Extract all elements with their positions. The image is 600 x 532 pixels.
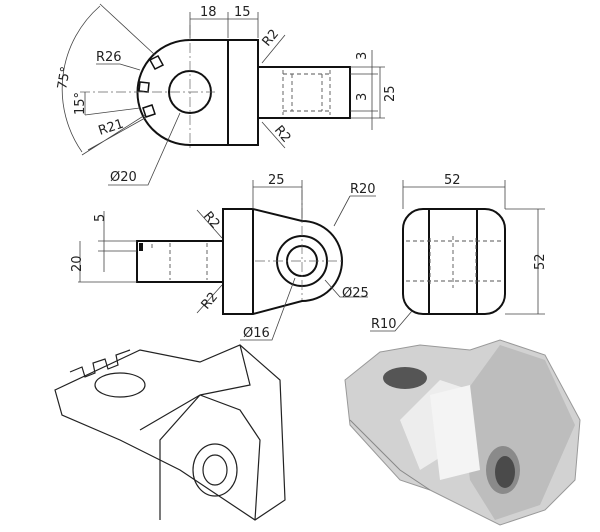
- width-52: 52: [444, 173, 461, 188]
- dia-25: Ø25: [342, 286, 369, 301]
- dia-16: Ø16: [243, 326, 270, 341]
- dim-3b: 3: [355, 93, 370, 101]
- height-52: 52: [533, 253, 548, 270]
- dim-15: 15: [234, 5, 251, 20]
- front-dim-25: 25: [268, 173, 285, 188]
- dim-20: 20: [70, 255, 85, 272]
- r2-bottom: R2: [271, 123, 294, 146]
- angle-15: 15°: [73, 92, 88, 115]
- r20-label: R20: [350, 182, 376, 197]
- r21-label: R21: [97, 117, 126, 139]
- r26-label: R26: [96, 50, 122, 65]
- isometric-line-view: [54, 344, 286, 521]
- dim-25: 25: [383, 85, 398, 102]
- r2-top: R2: [260, 27, 283, 50]
- isometric-shaded-view: [344, 339, 581, 526]
- side-view: 52 52 R10: [370, 173, 548, 332]
- front-r2-bottom: R2: [199, 290, 222, 313]
- front-view: 25 R20 R2 R2 5 20 Ø25 Ø16: [70, 173, 376, 341]
- r10-label: R10: [371, 317, 397, 332]
- angle-75: 75°: [55, 65, 74, 90]
- dia-20: Ø20: [110, 170, 137, 185]
- dim-3a: 3: [355, 52, 370, 60]
- dim-18: 18: [200, 5, 217, 20]
- front-r2-top: R2: [200, 209, 223, 232]
- top-view: 18 15 R2 R2 3 3 25 75° 15° R26 R21 Ø20: [55, 3, 398, 186]
- dim-5: 5: [93, 214, 108, 222]
